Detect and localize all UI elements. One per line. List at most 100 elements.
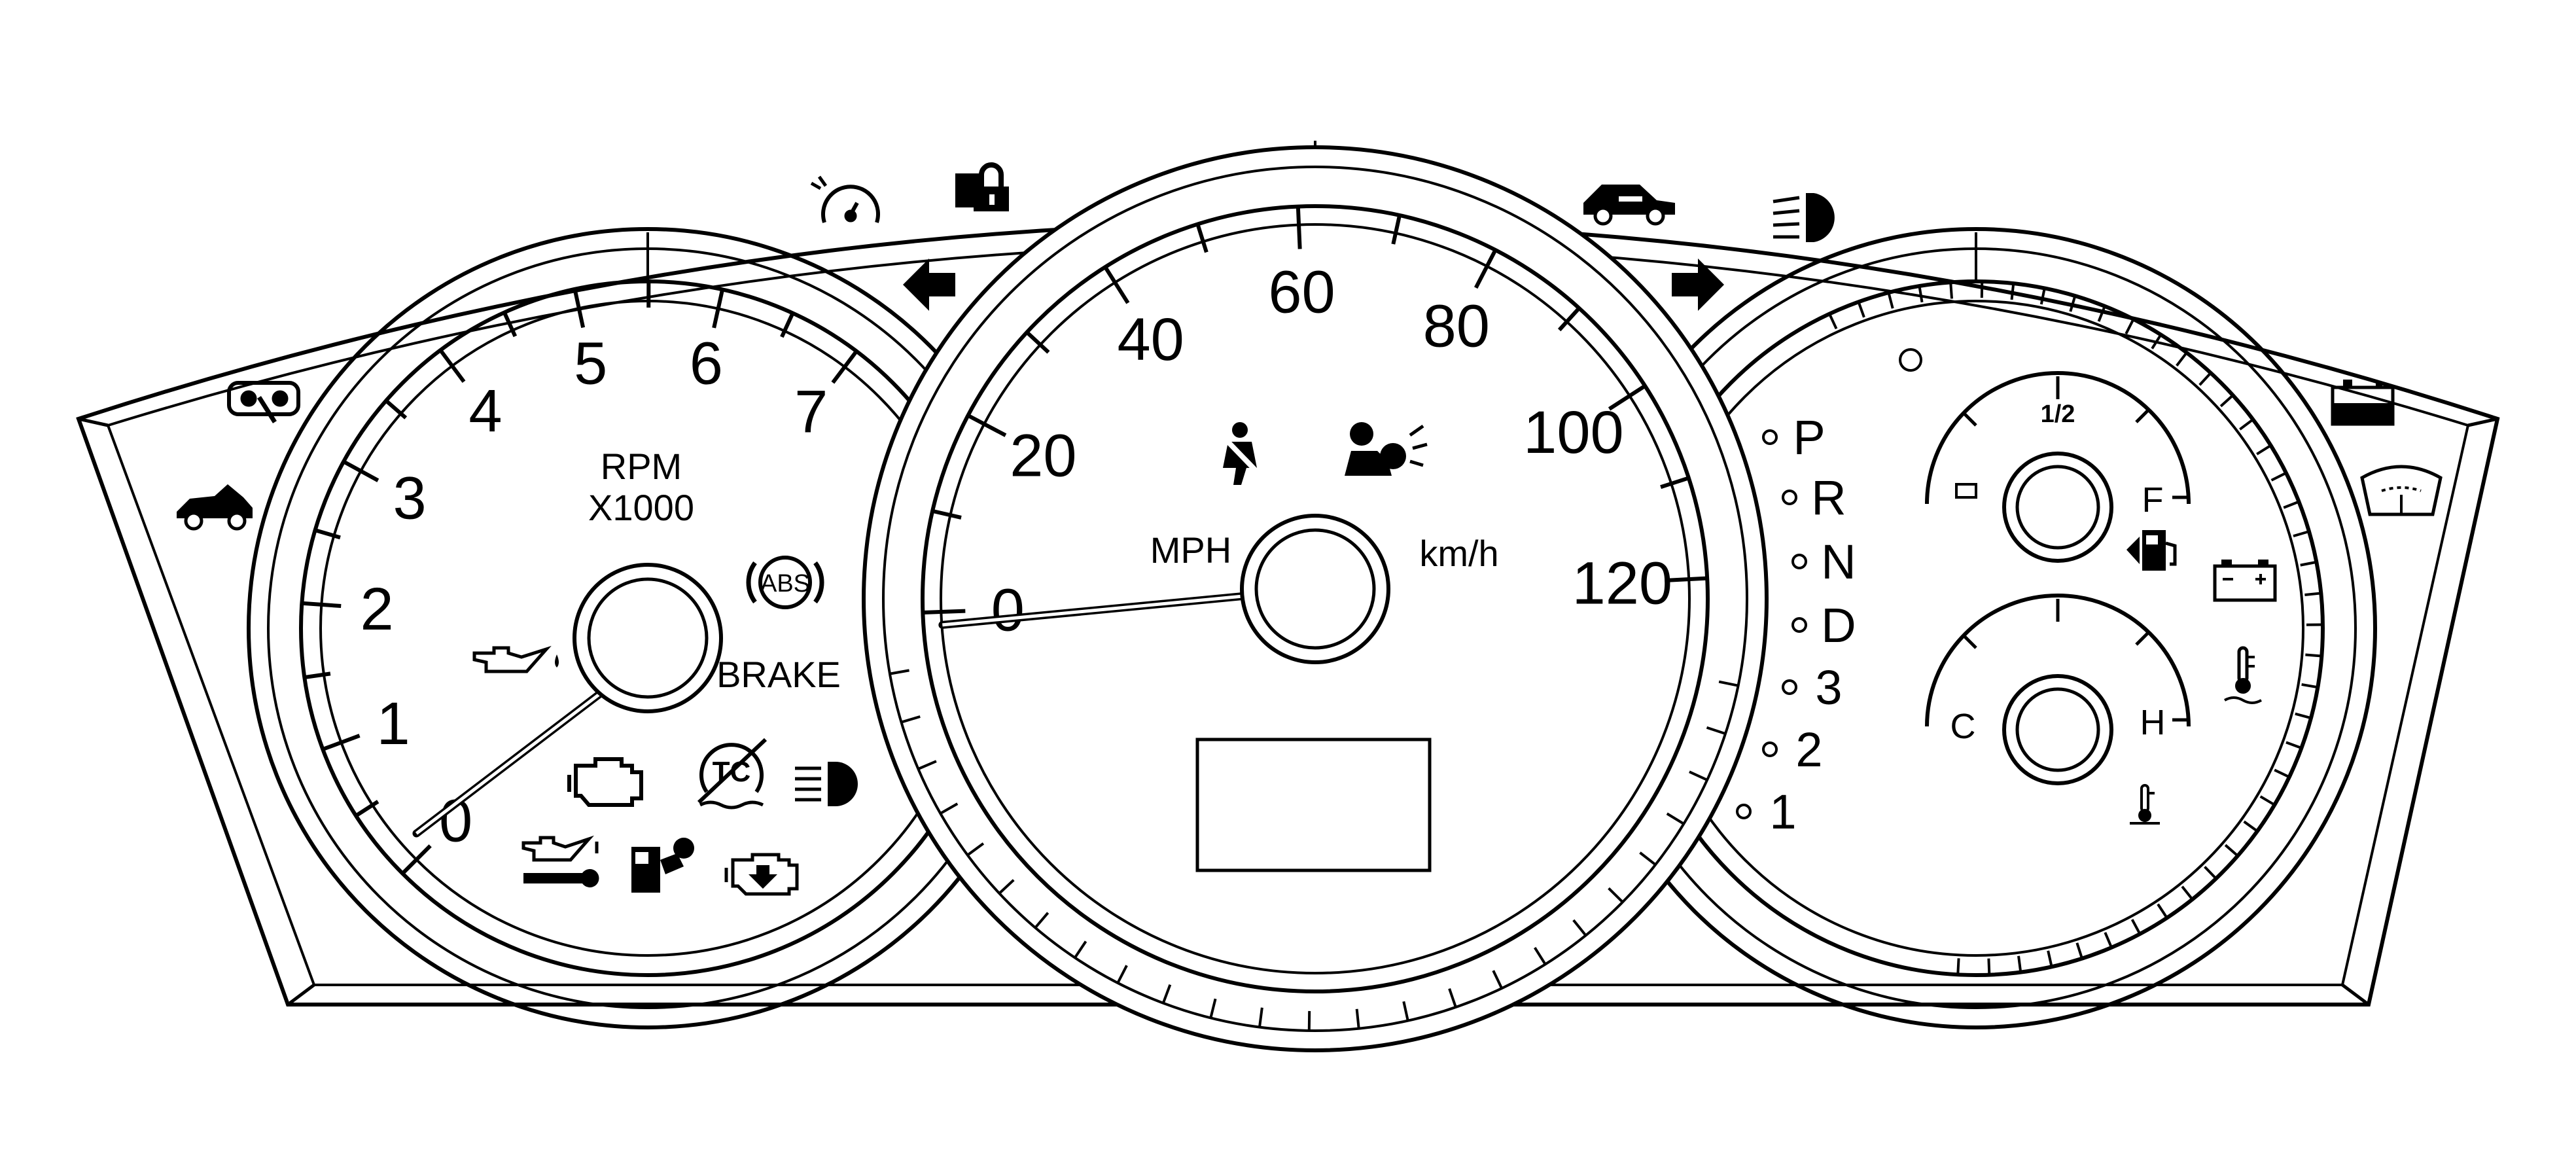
left-turn-signal-icon	[903, 258, 955, 311]
right-gauge-tick	[1919, 286, 1922, 302]
tachometer-needle-core	[416, 688, 608, 834]
tachometer-number: 3	[393, 465, 426, 532]
speedometer-number: 0	[991, 577, 1025, 643]
gear-label: P	[1793, 410, 1825, 465]
right-gauge-tick	[2295, 714, 2311, 718]
right-gauge-tick	[2302, 685, 2318, 687]
tachometer-tick	[386, 401, 406, 418]
tachometer-tick	[833, 351, 856, 383]
hood-ajar-icon	[177, 484, 253, 529]
right-gauge-tick	[2132, 919, 2140, 934]
right-gauge-tick	[2200, 373, 2211, 385]
security-lock-icon	[955, 165, 1009, 211]
gear-indicator-dot	[1793, 618, 1806, 632]
battery-icon	[2215, 560, 2275, 600]
right-gauge-tick	[2012, 283, 2014, 300]
right-gauge-tick	[2301, 562, 2317, 565]
gear-indicator-dot	[1783, 681, 1796, 694]
indicator-dot	[1900, 349, 1921, 370]
speedometer-kmh-label: km/h	[1419, 533, 1498, 574]
fuel-cap-icon	[631, 838, 694, 893]
fuel-half-label: 1/2	[2041, 401, 2075, 428]
right-gauge-tick	[2305, 655, 2321, 656]
right-gauge-tick	[2286, 742, 2301, 748]
right-gauge-tick	[2257, 446, 2270, 454]
gear-indicator-dot	[1763, 431, 1776, 444]
right-gauge-tick	[2274, 770, 2289, 777]
coolant-temp-icon	[2225, 648, 2261, 703]
temp-cold-label: C	[1950, 707, 1976, 746]
abs-warning-icon: ABS	[749, 558, 822, 607]
tachometer-tick	[440, 350, 464, 382]
svg-text:?: ?	[1806, 199, 1827, 237]
fuel-full-label: F	[2142, 480, 2164, 520]
right-gauge-tick	[2177, 353, 2187, 366]
right-gauge-tick	[1950, 282, 1952, 298]
brake-warning-label: BRAKE	[716, 654, 841, 695]
right-turn-signal-icon	[1672, 258, 1724, 311]
speedometer-number: 120	[1572, 550, 1673, 616]
right-gauge-ticks	[1829, 281, 2323, 975]
tachometer-unit-line1: RPM	[601, 446, 682, 487]
tachometer-number: 2	[360, 576, 393, 643]
gear-label: D	[1821, 598, 1856, 652]
speedometer-tick	[1298, 207, 1300, 249]
right-gauge-tick	[2019, 956, 2020, 972]
tachometer-number: 1	[377, 690, 410, 757]
service-vehicle-icon	[1583, 185, 1675, 224]
tachometer-tick	[323, 736, 359, 749]
gear-indicator-dot	[1763, 743, 1776, 756]
gear-label: N	[1821, 535, 1856, 589]
speedometer-mph-label: MPH	[1150, 529, 1231, 571]
right-gauge-tick	[2041, 288, 2045, 304]
gear-label: 1	[1769, 785, 1796, 839]
gear-indicator-dot	[1737, 805, 1750, 818]
high-beam-icon	[795, 762, 858, 806]
right-gauge-tick	[2205, 866, 2216, 878]
right-gauge-tick	[2158, 904, 2167, 918]
low-fuel-icon	[2126, 530, 2175, 571]
right-gauge-tick	[2105, 933, 2111, 948]
washer-fluid-icon	[2362, 467, 2441, 514]
gear-label: 2	[1795, 722, 1822, 777]
right-gauge-tick	[1829, 314, 1837, 329]
right-gauge-tick	[1988, 959, 1989, 975]
tachometer-number: 7	[794, 379, 828, 446]
tachometer-number: 4	[468, 378, 502, 444]
coolant-level-icon	[2333, 380, 2393, 424]
right-gauge-tick	[2304, 593, 2321, 595]
speedometer: 0 20 40 60 80 100 120 MPH km/h	[864, 147, 1767, 1050]
speedometer-number: 40	[1117, 306, 1184, 373]
speedometer-number: 20	[1010, 423, 1076, 490]
right-gauge-tick	[2244, 821, 2257, 831]
tachometer-tick	[302, 603, 341, 606]
tachometer-unit-line2: X1000	[588, 487, 694, 528]
door-ajar-icon	[229, 383, 298, 422]
tachometer-tick	[304, 673, 330, 677]
gear-label: R	[1811, 471, 1846, 525]
cruise-control-icon	[811, 177, 878, 223]
reduced-power-icon	[726, 855, 797, 894]
right-gauge-tick	[1888, 293, 1892, 308]
headlamp-warning-icon: ?	[1773, 193, 1835, 242]
abs-text: ABS	[760, 570, 810, 597]
speedometer-number: 80	[1423, 293, 1490, 359]
gear-label: 3	[1815, 660, 1842, 715]
right-gauge-tick	[2272, 473, 2286, 480]
gear-indicator-dot	[1783, 491, 1796, 504]
engine-coolant-icon	[2130, 785, 2160, 823]
temperature-gauge: C H	[1927, 596, 2189, 783]
traction-off-icon: TC	[699, 739, 766, 808]
oil-pressure-icon	[474, 648, 559, 671]
tachometer-number: 6	[690, 330, 723, 397]
right-gauge-tick	[2240, 419, 2253, 429]
right-gauge-tick	[2077, 943, 2082, 959]
temp-hot-label: H	[2140, 703, 2166, 742]
speedometer-number: 60	[1268, 258, 1335, 325]
gear-indicator-dot	[1793, 555, 1806, 568]
right-gauge-tick	[2126, 319, 2133, 334]
speedometer-number: 100	[1523, 399, 1624, 466]
right-gauge-tick	[2293, 531, 2309, 536]
